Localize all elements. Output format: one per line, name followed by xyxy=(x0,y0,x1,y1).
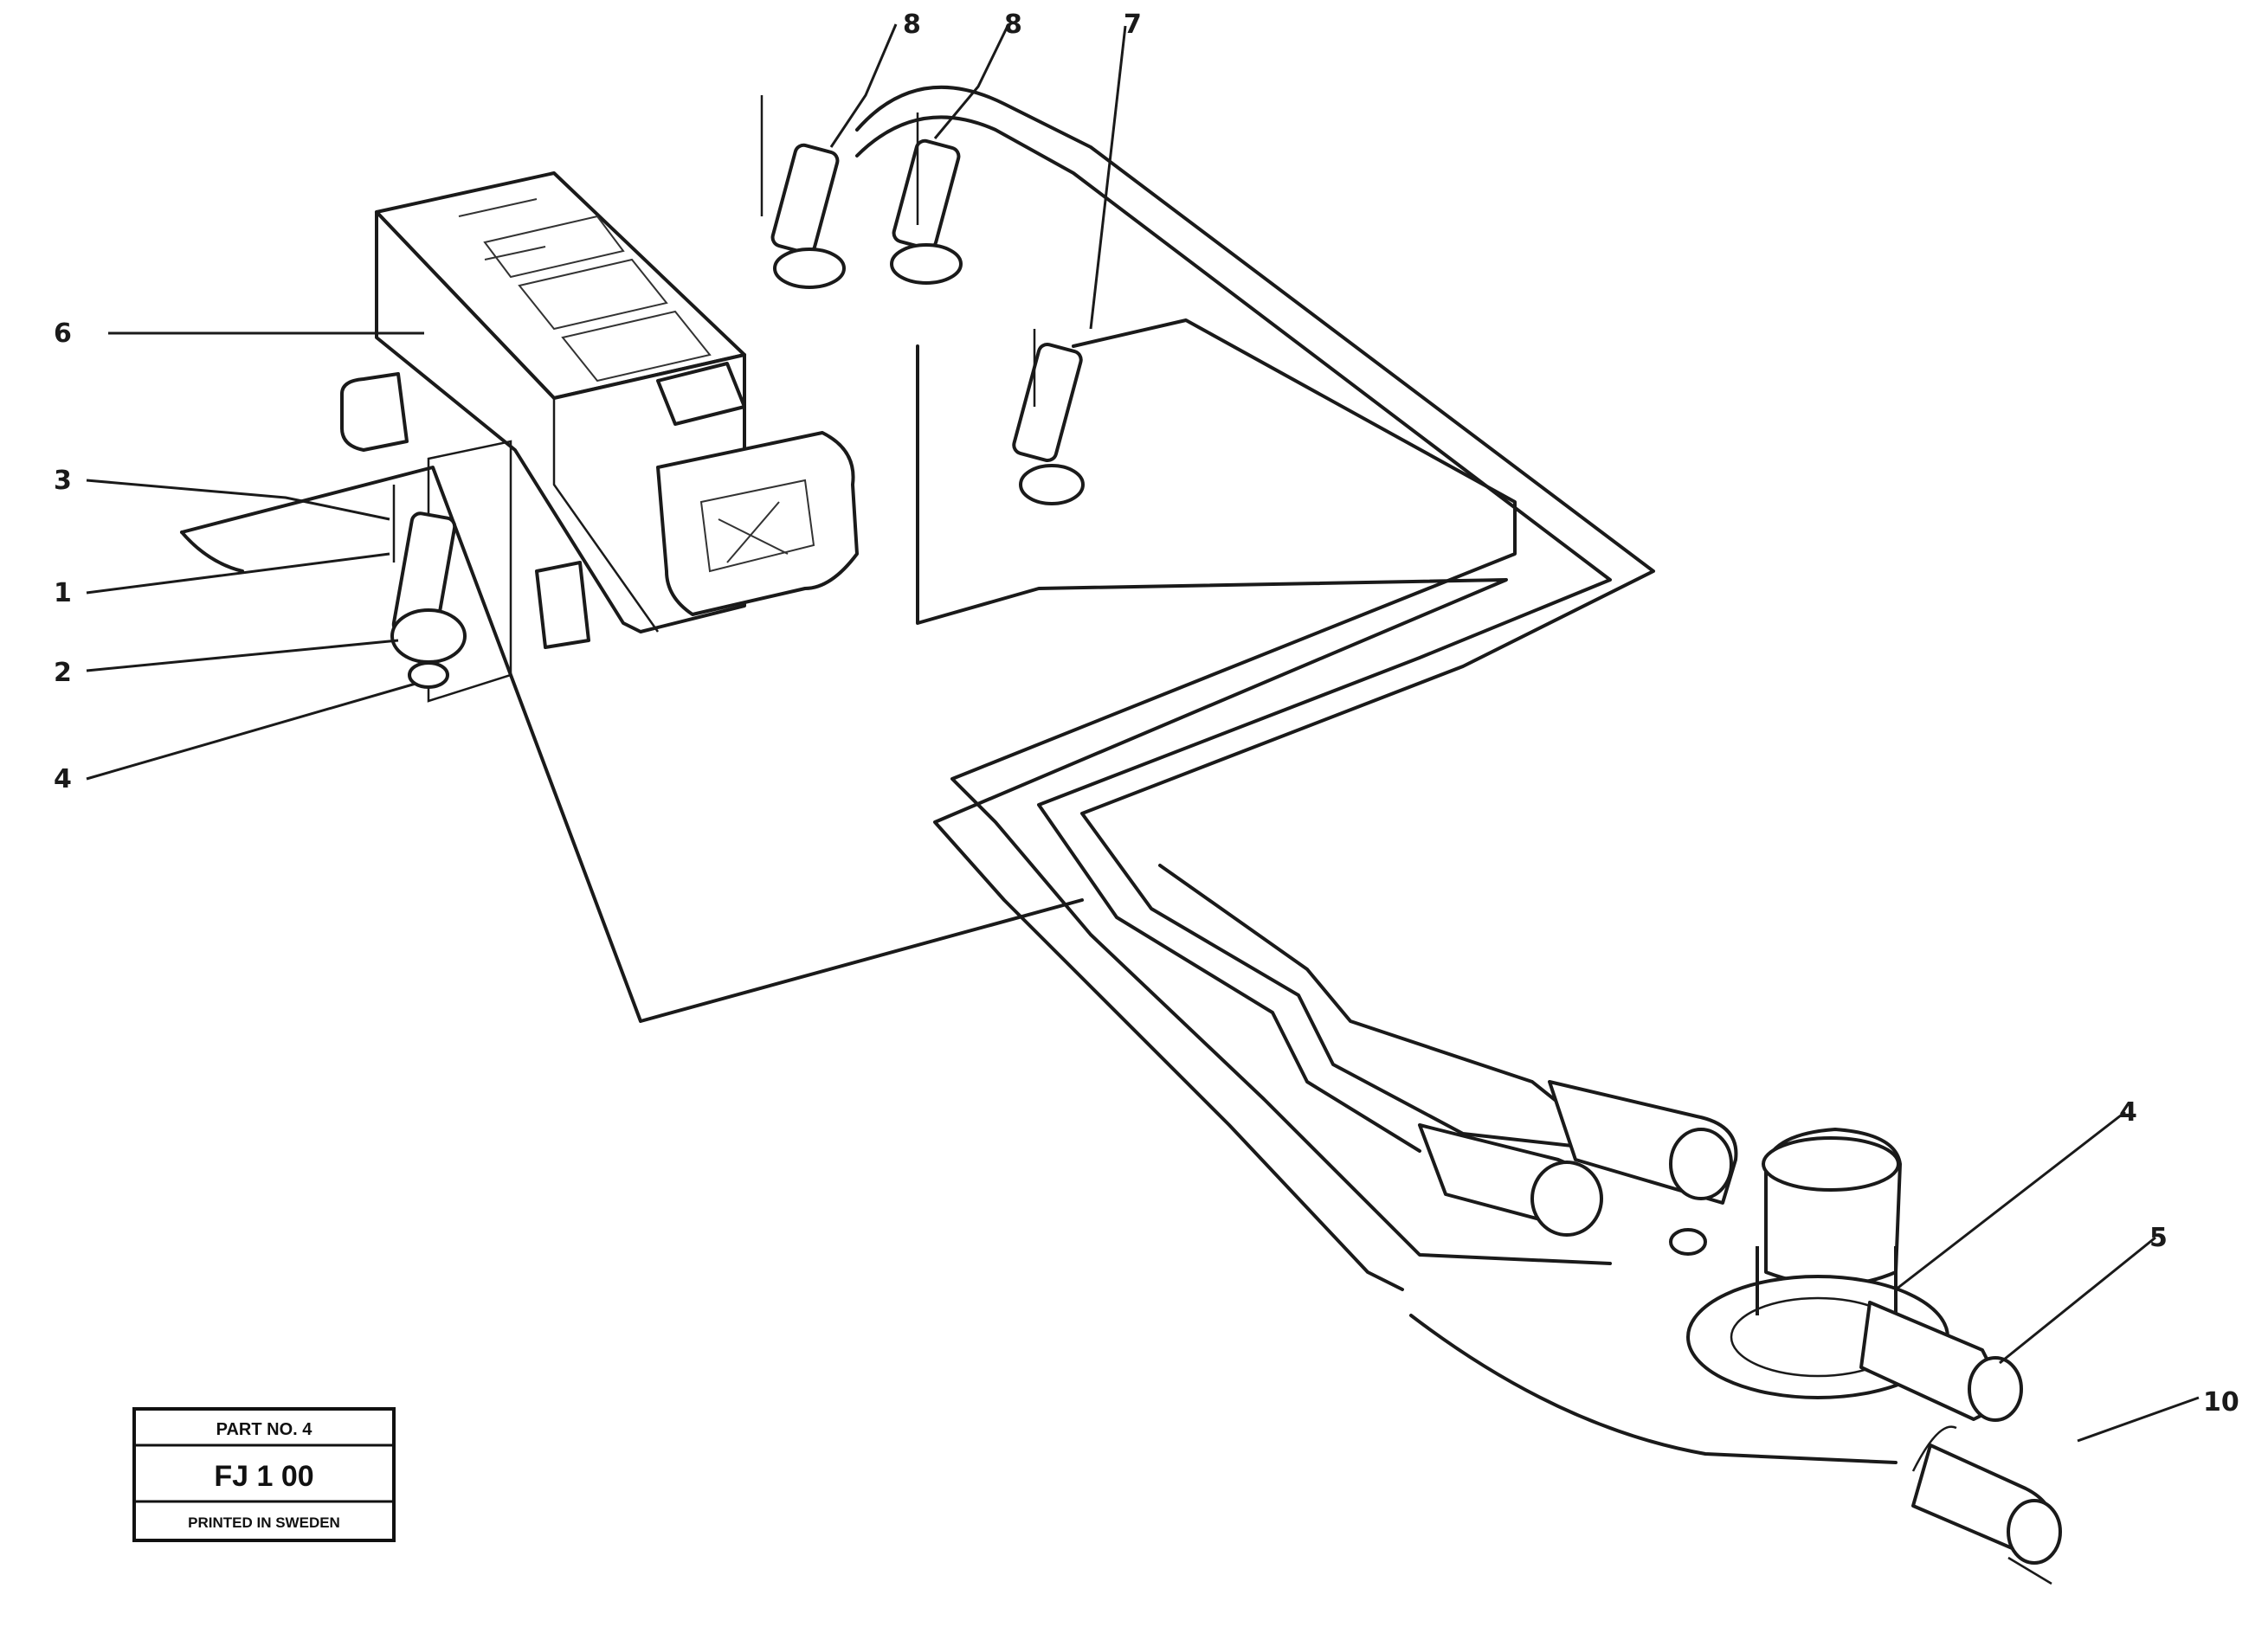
pipe-rear-inner xyxy=(855,115,1612,1153)
pipe-middle-a xyxy=(950,318,1612,1265)
callout-labels: 8 8 7 6 3 1 2 4 4 5 10 xyxy=(54,10,2239,1418)
callout-label: 3 xyxy=(54,466,72,496)
callout-label: 2 xyxy=(54,658,72,688)
fitting-top-left xyxy=(760,95,846,289)
stamp-footer: PRINTED IN SWEDEN xyxy=(188,1514,340,1531)
callout-label: 8 xyxy=(1004,10,1022,40)
callout-label: 10 xyxy=(2203,1387,2239,1418)
fittings xyxy=(390,95,1085,689)
callout-label: 6 xyxy=(54,318,72,349)
pipe-lines xyxy=(180,85,1898,1464)
hub-assembly xyxy=(1418,1080,2062,1585)
pipe-lower-long xyxy=(1158,864,1577,1118)
callout-label: 4 xyxy=(2119,1097,2137,1128)
callout-label: 8 xyxy=(903,10,921,40)
valve-block-front xyxy=(375,210,746,633)
fitting-top-mid xyxy=(890,113,963,285)
valve-block xyxy=(340,171,859,703)
plate-return xyxy=(180,530,244,573)
plate-outline xyxy=(180,466,1084,1023)
valve-bracket-upper xyxy=(340,372,409,452)
callout-label: 1 xyxy=(54,578,72,608)
pipe-middle-b xyxy=(916,344,1508,1291)
callout-label: 7 xyxy=(1124,10,1142,40)
drawing-stamp: PART NO. 4 FJ 1 00 PRINTED IN SWEDEN xyxy=(132,1407,396,1542)
valve-bracket-lower xyxy=(535,561,590,649)
pipe-lower-front xyxy=(1409,1314,1898,1464)
fitting-7 xyxy=(1012,329,1085,505)
stamp-header: PART NO. 4 xyxy=(216,1420,313,1439)
callout-label: 5 xyxy=(2149,1223,2168,1253)
leader-lines xyxy=(86,23,2200,1443)
fitting-left-1-2 xyxy=(390,485,467,689)
callout-label: 4 xyxy=(54,764,72,794)
valve-side-boss xyxy=(656,362,746,426)
valve-side-unit xyxy=(656,431,859,616)
pipe-rear-outer xyxy=(855,85,1655,1153)
stamp-code: FJ 1 00 xyxy=(214,1460,313,1493)
